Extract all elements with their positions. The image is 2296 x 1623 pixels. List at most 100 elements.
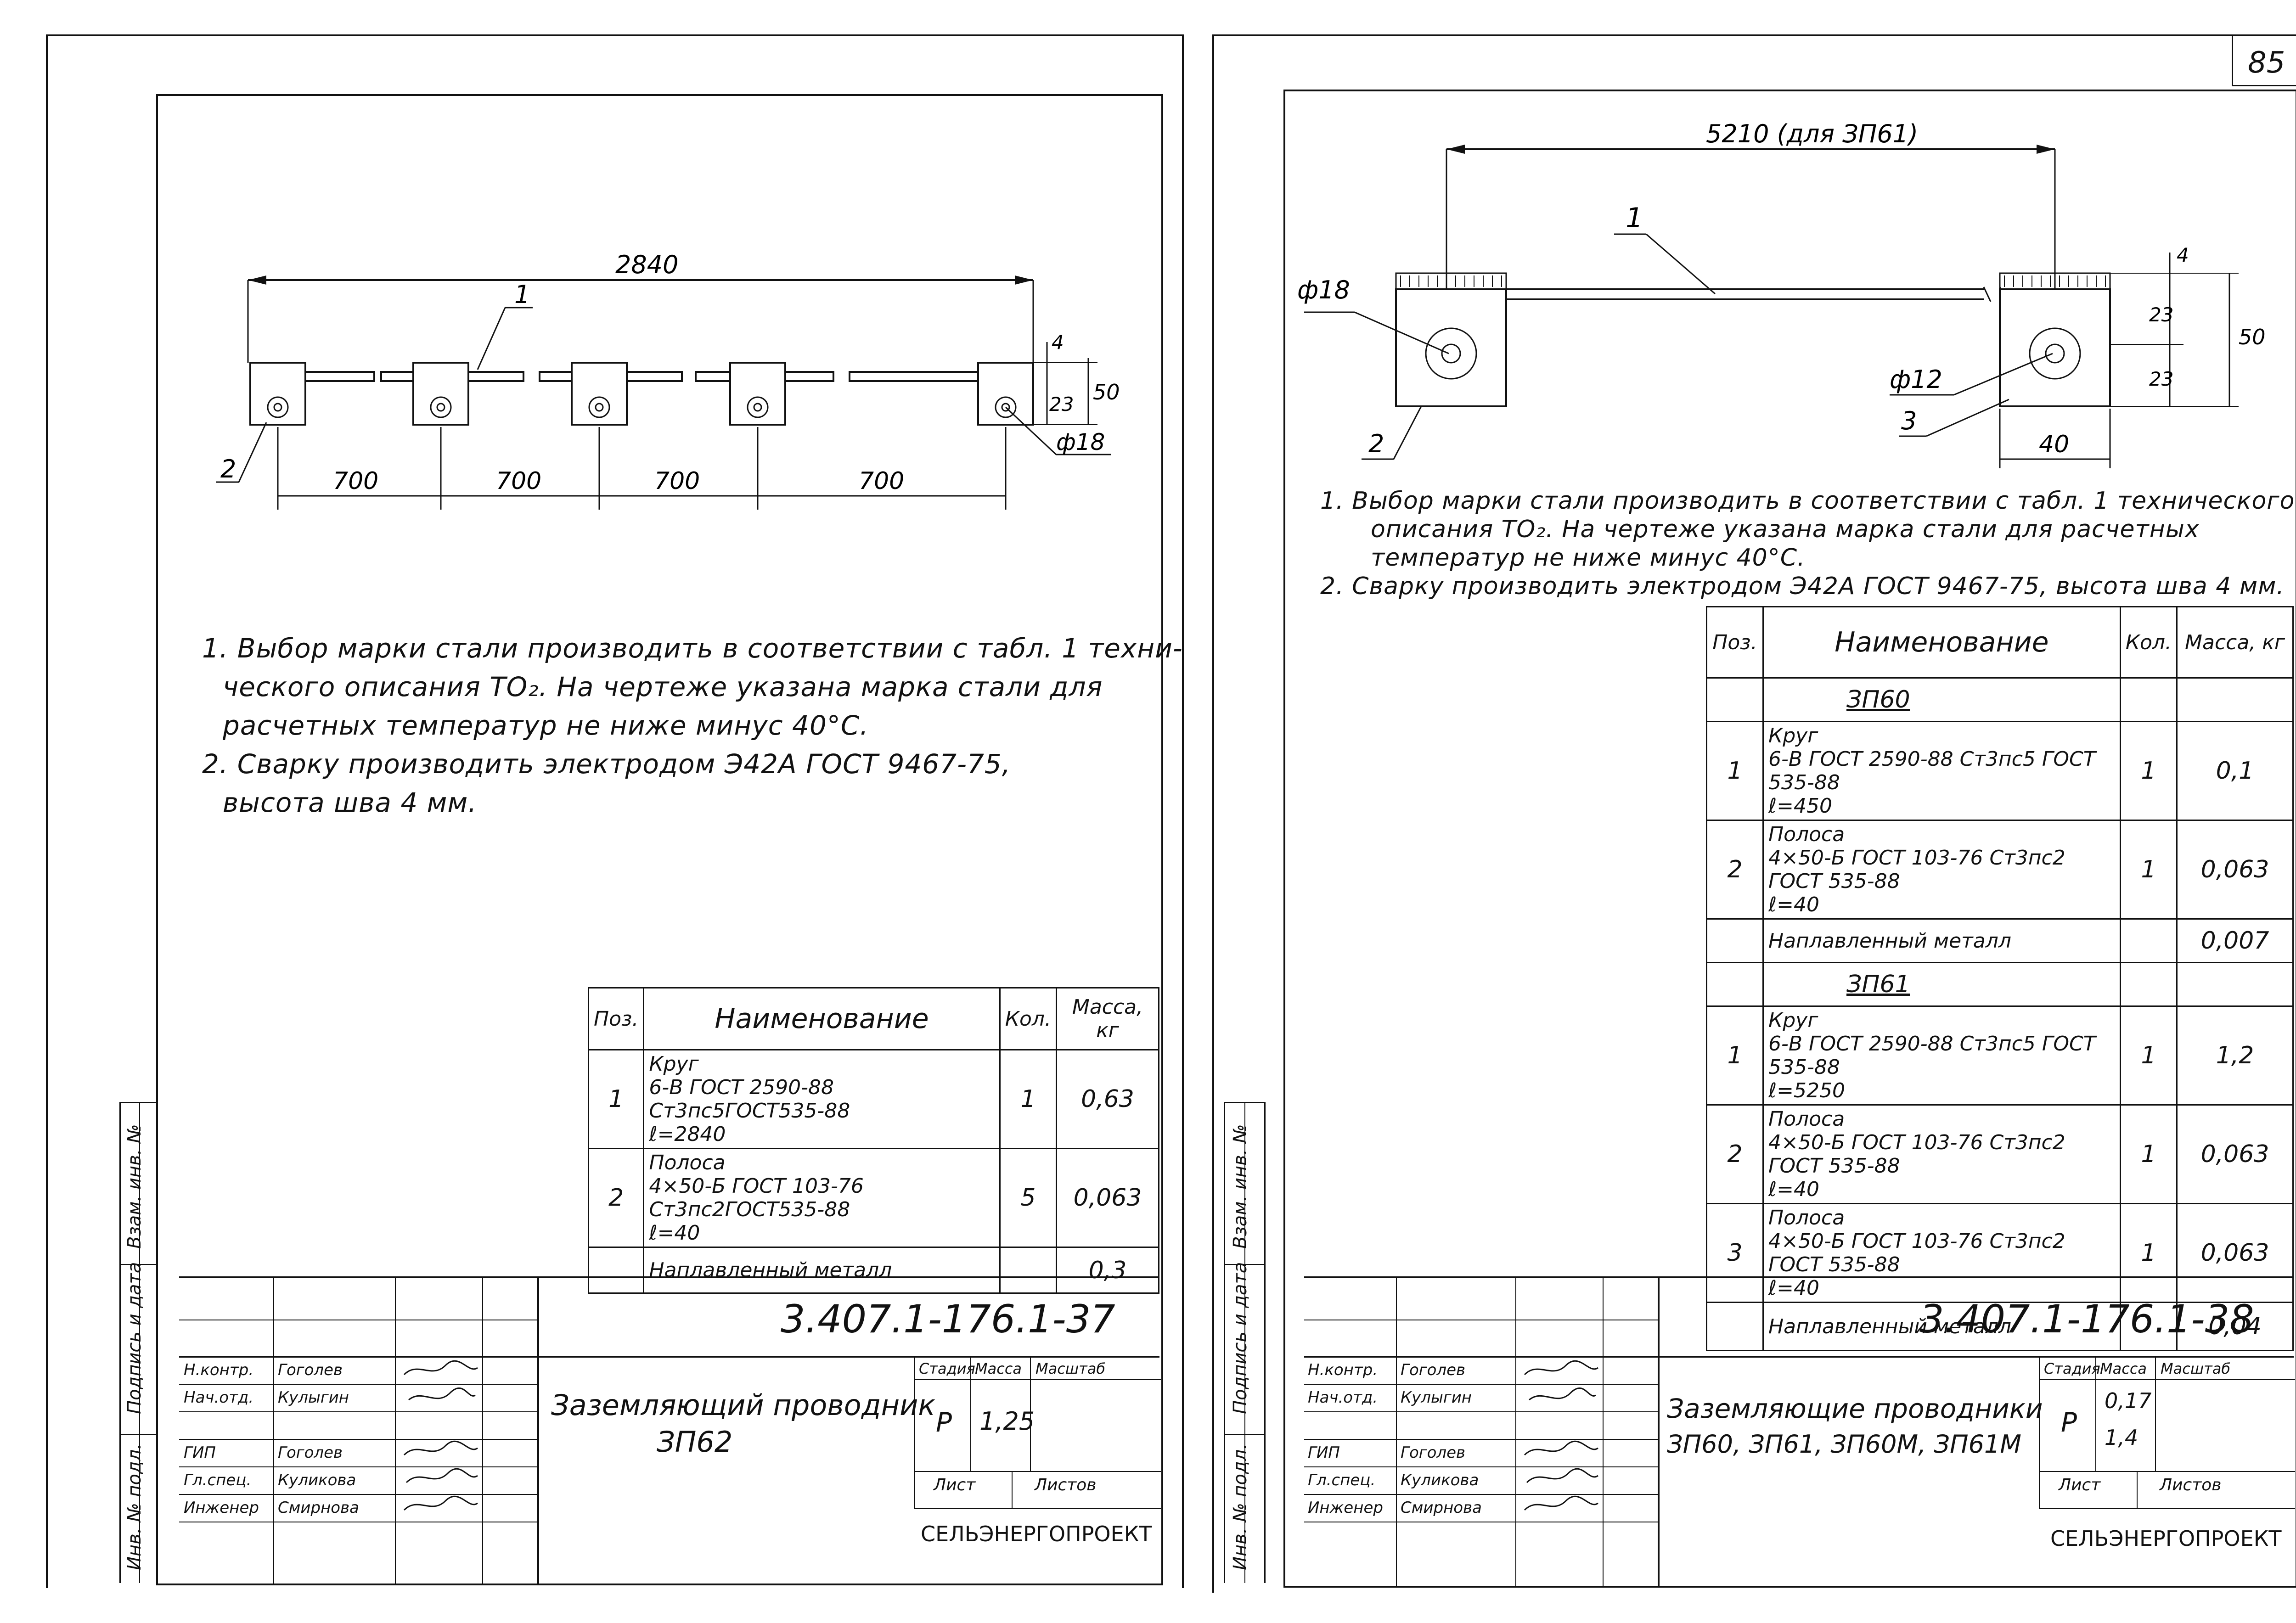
right-side-strip (1224, 1102, 1266, 1583)
row-name: Наплавленный металл (1762, 1302, 2121, 1351)
mass-header: Масса (2100, 1360, 2147, 1377)
right-title-block: Н.контр. Гоголев Нач.отд. Кулыгин ГИП Го… (1304, 1276, 2295, 1586)
left-org: СЕЛЬЭНЕРГОПРОЕКТ (921, 1522, 1152, 1546)
row-name: Полоса (1768, 1107, 1845, 1131)
grid-line (1304, 1356, 1658, 1358)
stage-header: Стадия (919, 1360, 975, 1377)
signer-role: Нач.отд. (184, 1388, 254, 1407)
grid-line (1304, 1466, 1658, 1467)
row-length: ℓ=5250 (1768, 1079, 1846, 1102)
grid-line (2095, 1356, 2096, 1471)
right-doc-code: 3.407.1-176.1-38 (1919, 1297, 2254, 1342)
row-length: ℓ=40 (1768, 893, 1820, 916)
row-length: ℓ=40 (1768, 1276, 1820, 1300)
scale-header: Масштаб (1035, 1360, 1106, 1377)
grid-line (1515, 1278, 1516, 1586)
right-height-dim-4: 4 (2177, 244, 2189, 266)
col-header-name: Наименование (643, 987, 1001, 1050)
row-spec: 4×50-Б ГОСТ 103-76 Ст3пс2 ГОСТ 535-88 (1768, 1230, 2065, 1276)
col-header-name: Наименование (1762, 606, 2121, 679)
signer-name: Кулыгин (1401, 1388, 1472, 1407)
row-name: Полоса (1768, 823, 1845, 846)
left-note-line-2: ческого описания ТО₂. На чертеже указана… (223, 671, 1103, 702)
row-qty: 5 (999, 1148, 1058, 1248)
row-pos: 1 (1706, 721, 1764, 821)
left-signer-grid: Н.контр. Гоголев Нач.отд. Кулыгин ГИП Го… (179, 1278, 539, 1584)
right-note-line-1: 1. Выбор марки стали производить в соотв… (1320, 487, 2295, 515)
right-note-line-3: температур не ниже минус 40°С. (1371, 544, 1806, 572)
outer-frame-right (1212, 34, 2296, 1593)
grid-line (1304, 1384, 1658, 1385)
row-qty: 1 (2119, 721, 2178, 821)
row-name: Круг (649, 1052, 699, 1076)
right-drawing: 5210 (для ЗП61) 1 ф18 ф12 2 3 40 4 23 23… (1297, 119, 2266, 468)
group-title: ЗП61 (1762, 962, 2121, 1007)
signature-marks (1524, 1360, 1598, 1511)
right-hole-label-12: ф12 (1890, 365, 1942, 394)
left-callout-2: 2 (220, 455, 236, 483)
row-name: Полоса (649, 1151, 726, 1174)
mass-value-2: 1,4 (2105, 1425, 2138, 1450)
sheets-label: Листов (1035, 1476, 1097, 1494)
left-overall-dim: 2840 (615, 253, 678, 279)
stage-value: Р (936, 1407, 952, 1438)
col-header-qty: Кол. (2119, 606, 2178, 679)
signer-name: Куликова (1401, 1471, 1479, 1489)
grid-line (1304, 1439, 1658, 1440)
mass-header: Масса (975, 1360, 1022, 1377)
right-side-label-2: Подпись и дата (1230, 1262, 1251, 1414)
spacing-dim-1: 700 (333, 467, 378, 495)
row-name: Круг (1768, 1009, 1818, 1032)
right-notes: 1. Выбор марки стали производить в соотв… (1320, 487, 2295, 601)
group-mass-empty (2176, 677, 2294, 722)
grid-line (1030, 1356, 1031, 1471)
signer-name: Смирнова (1401, 1499, 1482, 1517)
row-mass: 0,063 (1056, 1148, 1159, 1248)
spacing-dim-4: 700 (859, 467, 904, 495)
row-pos: 1 (587, 1049, 645, 1149)
right-callout-1: 1 (1626, 202, 1643, 234)
grid-line (179, 1494, 537, 1495)
left-note-line-3: расчетных температур не ниже минус 40°С. (223, 710, 869, 741)
row-qty: 1 (2119, 1005, 2178, 1106)
left-notes: 1. Выбор марки стали производить в соотв… (202, 629, 1183, 822)
row-length: ℓ=40 (1768, 1178, 1820, 1201)
grid-line (179, 1439, 537, 1440)
signer-name: Смирнова (278, 1499, 359, 1517)
col-header-mass: Масса, кг (1056, 987, 1159, 1050)
left-height-dim-50: 50 (1093, 380, 1120, 404)
right-note-line-2: описания ТО₂. На чертеже указана марка с… (1371, 516, 2200, 543)
row-spec: 4×50-Б ГОСТ 103-76 Ст3пс2ГОСТ535-88 (649, 1174, 864, 1221)
right-hole-label-18: ф18 (1297, 275, 1350, 304)
grid-line (2040, 1379, 2295, 1380)
page-number: 85 (2248, 46, 2285, 80)
sheet-label: Лист (2059, 1476, 2101, 1494)
signer-role: Н.контр. (184, 1361, 254, 1379)
grid-line (1244, 1103, 1245, 1583)
row-mass: 0,04 (2176, 1302, 2294, 1351)
group-pos-empty (1706, 677, 1764, 722)
left-note-line-5: высота шва 4 мм. (223, 787, 477, 818)
right-side-label-1: Инв. № подл. (1230, 1443, 1251, 1570)
sheet-label: Лист (934, 1476, 976, 1494)
signer-name: Кулыгин (278, 1388, 349, 1407)
signer-name: Гоголев (278, 1443, 343, 1462)
grid-line (2137, 1471, 2138, 1508)
right-side-label-3: Взам. инв. № (1230, 1124, 1251, 1249)
page-number-box (2232, 34, 2296, 86)
grid-line (1603, 1278, 1604, 1586)
row-pos (1706, 1302, 1764, 1351)
row-mass: 0,063 (2176, 1203, 2294, 1303)
grid-line (395, 1278, 396, 1584)
row-spec: 6-В ГОСТ 2590-88 Ст3пс5ГОСТ535-88 (649, 1076, 850, 1123)
row-qty (2119, 1302, 2178, 1351)
signer-role: Инженер (184, 1499, 259, 1517)
grid-line (915, 1471, 1161, 1472)
row-pos: 2 (1706, 820, 1764, 920)
left-title-line-2: ЗП62 (657, 1425, 733, 1459)
grid-line (139, 1103, 140, 1583)
left-spec-table: Поз. Наименование Кол. Масса, кг 1 Круг … (587, 987, 1159, 1294)
grid-line (1304, 1411, 1658, 1412)
row-name-cell: Полоса 4×50-Б ГОСТ 103-76 Ст3пс2 ГОСТ 53… (1762, 1104, 2121, 1204)
right-height-dim-23b: 23 (2149, 368, 2173, 390)
